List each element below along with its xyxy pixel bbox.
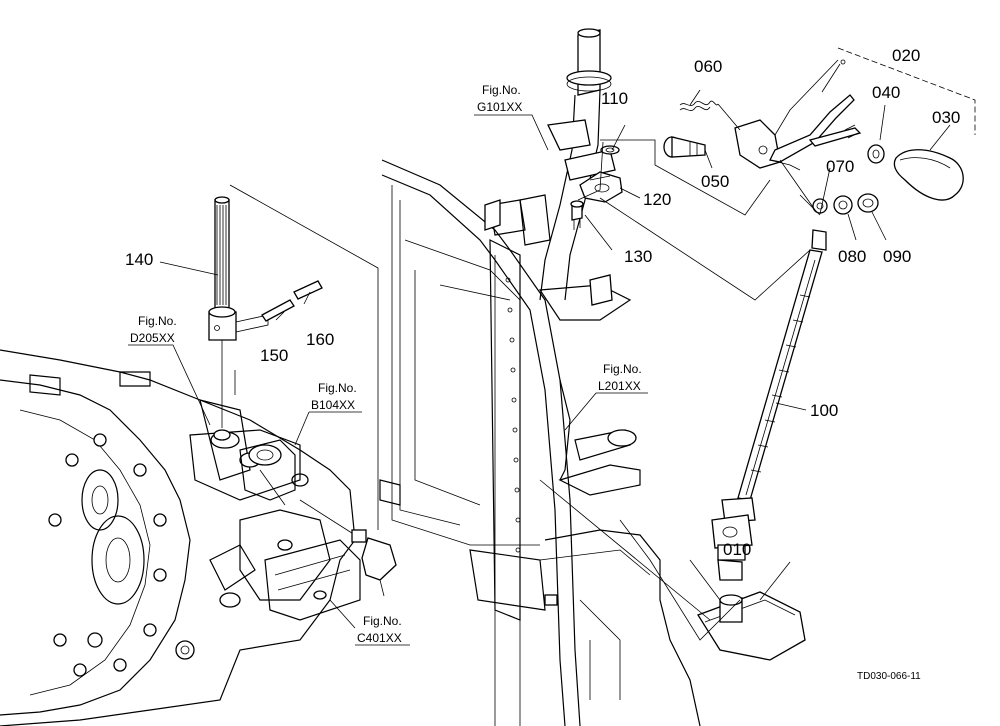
rod-100 [737,229,827,501]
washer-080 [833,195,853,215]
pin-160 [293,280,323,300]
label-020: 020 [892,46,920,65]
washer-040 [867,144,885,164]
spring-060 [679,100,741,131]
fig-ref-l201-code: L201XX [598,379,641,393]
fig-ref-c401-title: Fig.No. [363,614,402,628]
phantom-outline-left [229,184,379,530]
label-070: 070 [826,157,854,176]
part-number-labels: 010 020 030 040 050 060 070 080 090 100 … [125,46,960,559]
label-030: 030 [932,108,960,127]
label-160: 160 [306,330,334,349]
label-110: 110 [601,89,628,108]
fig-ref-b104-code: B104XX [311,398,355,412]
label-060: 060 [694,57,722,76]
fig-ref-l201-title: Fig.No. [603,362,642,376]
label-050: 050 [701,172,729,191]
fig-ref-b104-title: Fig.No. [318,381,357,395]
transmission-housing [0,349,361,726]
fig-ref-d205-title: Fig.No. [138,314,177,328]
lever-assembly [734,59,862,171]
shift-block [189,429,397,597]
fig-ref-g101-title: Fig.No. [482,83,521,97]
label-120: 120 [643,190,671,209]
universal-joint [711,497,756,581]
bolt-050 [663,136,706,158]
drawing-code: TD030-066-11 [857,671,921,682]
fig-ref-g101-code: G101XX [477,100,522,114]
figure-references: Fig.No. G101XX Fig.No. D205XX Fig.No. B1… [130,83,642,645]
fig-ref-d205-code: D205XX [130,331,175,345]
label-100: 100 [810,401,838,420]
label-130: 130 [624,247,652,266]
knob-030 [893,149,964,201]
fig-ref-c401-code: C401XX [357,631,402,645]
pin-150 [261,299,295,322]
label-090: 090 [883,247,911,266]
collar-070 [812,198,828,214]
label-010: 010 [723,540,751,559]
bolt-130 [570,200,584,230]
label-080: 080 [838,247,866,266]
leader-lines [128,47,976,646]
steering-column [484,28,616,301]
washer-110 [600,145,620,155]
label-140: 140 [125,250,153,269]
shaft-140 [208,196,269,428]
nut-090 [857,193,879,213]
label-040: 040 [872,83,900,102]
label-150: 150 [260,346,288,365]
cab-frame [379,159,701,726]
pedal-010 [697,591,806,661]
